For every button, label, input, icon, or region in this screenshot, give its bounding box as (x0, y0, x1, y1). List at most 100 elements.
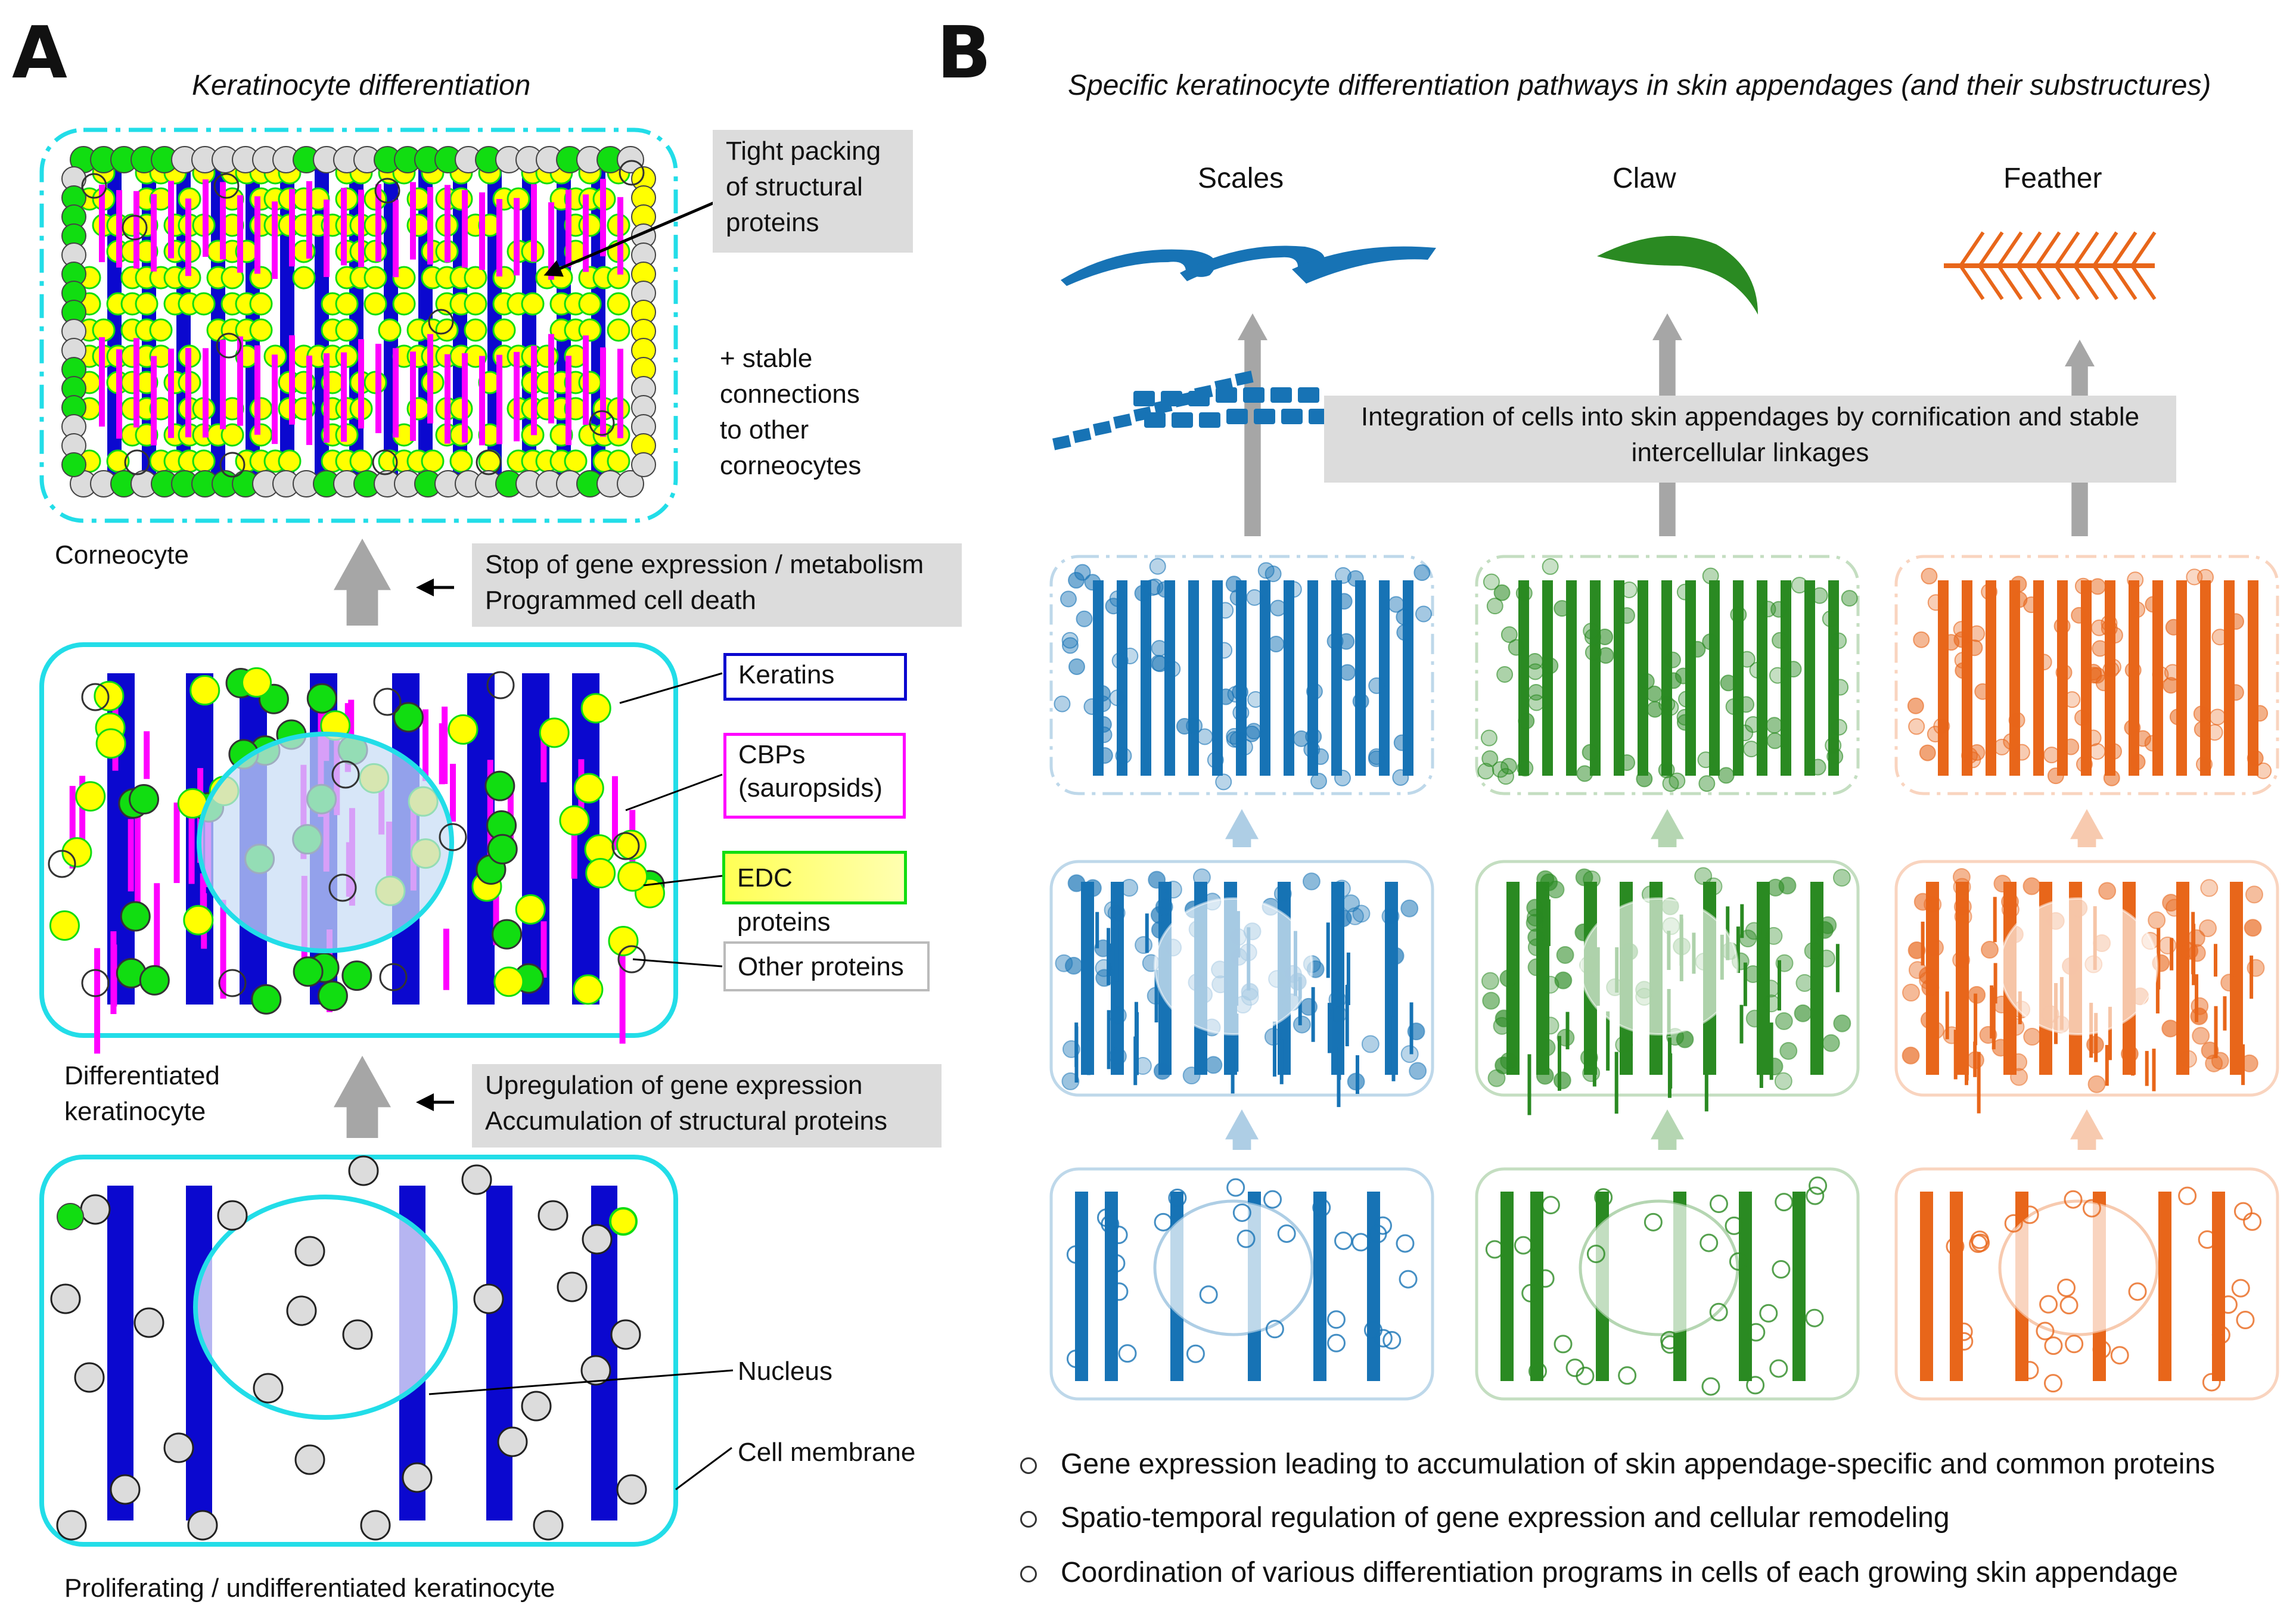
cbp-protein (1777, 960, 1781, 1011)
surface-protein (2196, 755, 2213, 773)
edc-protein (449, 397, 473, 421)
surface-protein (1334, 567, 1351, 584)
other-protein (2044, 1336, 2063, 1355)
cbp-protein (220, 900, 226, 999)
edc-protein (2200, 879, 2219, 897)
other-protein (328, 873, 357, 902)
keratin-filament (1260, 580, 1270, 776)
cbp-protein (1739, 1005, 1744, 1044)
surface-protein (1515, 584, 1533, 602)
cbp-protein (496, 355, 502, 444)
surface-protein (2008, 711, 2025, 729)
other-protein (1514, 1236, 1533, 1255)
surface-protein (1955, 662, 1972, 679)
edc-protein (1133, 1057, 1152, 1075)
edc-protein (1921, 978, 1940, 997)
edc-protein (1329, 1005, 1347, 1024)
panel-b-graphics (1049, 231, 2279, 1401)
cbp-protein (1614, 1052, 1618, 1114)
bullet-circle-icon (1020, 1457, 1037, 1475)
edc-protein (2098, 882, 2117, 900)
surface-protein (1257, 562, 1275, 579)
keratin-filament (1105, 1192, 1118, 1381)
edc-protein (61, 837, 92, 868)
surface-protein (1083, 698, 1101, 715)
keratin-filament (2152, 580, 2163, 776)
edc-protein (1300, 997, 1318, 1016)
cbp-protein (514, 198, 520, 276)
cbp-protein (2250, 955, 2254, 999)
feather-barb (1997, 265, 2023, 300)
edc-protein (378, 318, 402, 342)
edc-protein (251, 984, 282, 1015)
keratin-filament (1804, 580, 1815, 776)
surface-protein (1483, 573, 1500, 590)
surface-protein (1480, 729, 1497, 747)
edc-protein (1342, 894, 1360, 913)
surface-protein (1759, 601, 1776, 618)
edc-protein (317, 981, 348, 1012)
keratin-filament (1500, 1192, 1514, 1381)
cbp-protein (487, 760, 493, 865)
surface-protein (1076, 610, 1093, 627)
other-protein (1382, 1330, 1402, 1349)
other-protein (1199, 1285, 1218, 1304)
other-protein (2198, 1230, 2217, 1249)
nucleus (1154, 897, 1313, 1035)
other-protein (617, 945, 646, 974)
edc-protein (1386, 947, 1405, 965)
other-protein (611, 832, 640, 860)
edc-protein (1062, 1040, 1080, 1058)
feather-barb (2016, 231, 2042, 267)
other-protein (1327, 1333, 1346, 1352)
stable-line-3: to other (720, 415, 809, 444)
feather-barb (2111, 265, 2137, 300)
other-protein (1554, 1335, 1573, 1354)
cbp-protein (445, 354, 450, 444)
edc-protein (578, 292, 602, 316)
cbp-protein (1606, 1011, 1610, 1071)
edc-protein (1556, 946, 1574, 964)
cbp-protein (99, 337, 105, 427)
other-protein (1594, 1188, 1613, 1207)
scale-segment (1093, 421, 1112, 436)
surface-protein (2247, 750, 2264, 767)
edc-protein (192, 292, 216, 316)
edc-protein (1952, 951, 1971, 969)
surface-protein (1772, 632, 1789, 649)
edc-protein (1409, 1062, 1427, 1080)
surface-protein (1665, 672, 1682, 689)
edc-protein (521, 292, 545, 316)
surface-protein (1698, 775, 1716, 792)
step2-line-1: Stop of gene expression / metabolism (485, 550, 924, 579)
cbp-protein (548, 202, 554, 280)
surface-protein (2084, 729, 2102, 747)
other-protein (1660, 1330, 1679, 1349)
stable-line-4: corneocytes (720, 451, 862, 480)
other-protein (1769, 1359, 1788, 1378)
surface-protein (1096, 747, 1113, 764)
surface-protein (1508, 639, 1525, 656)
surface-protein (2145, 596, 2162, 613)
surface-protein (1554, 600, 1571, 617)
surface-protein (1147, 578, 1164, 595)
surface-protein (1232, 704, 1250, 722)
edc-protein (2158, 936, 2177, 954)
feather-barb (1978, 265, 2004, 300)
surface-protein (1493, 584, 1511, 601)
surface-protein (2011, 591, 2028, 608)
cbp-protein (306, 355, 312, 445)
edc-protein (1095, 969, 1114, 987)
cbp-protein (393, 348, 399, 438)
edc-protein (1293, 1015, 1311, 1034)
keratin-filament (1367, 1192, 1380, 1381)
panel-a-letter: A (12, 12, 67, 95)
cbp-protein (566, 189, 571, 268)
edc-protein (341, 960, 372, 991)
edc-protein (1493, 1016, 1511, 1035)
edc-protein (607, 292, 630, 316)
cbp-protein (1391, 1016, 1396, 1081)
other-protein (1186, 1344, 1205, 1363)
feather-barb (1978, 231, 2004, 267)
up-arrow (1238, 313, 1267, 536)
